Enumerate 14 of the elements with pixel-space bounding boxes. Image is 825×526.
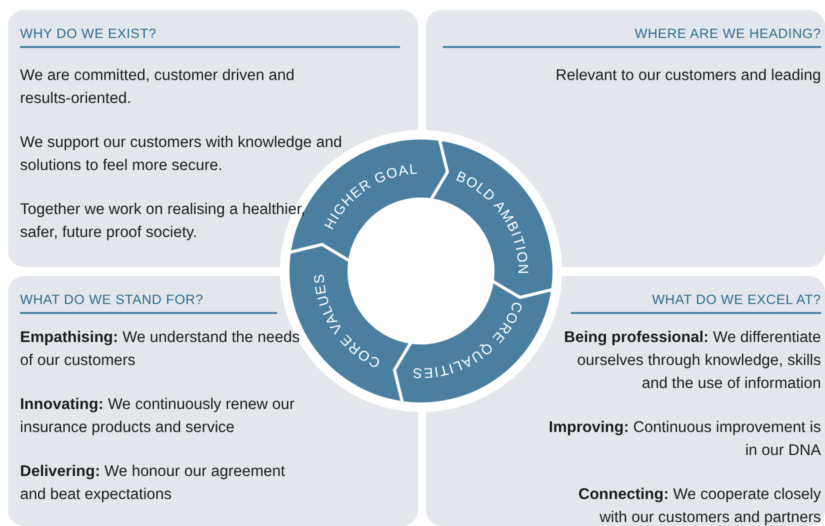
paragraph: Together we work on realising a healthier, safer, future proof society. [20, 200, 306, 243]
paragraph: Being professional: We differentiate ourselves through knowledge, skills and the use of information [563, 328, 821, 394]
paragraph: Improving: Continuous improvement is in our DNA [548, 418, 821, 461]
section-heading: WHY DO WE EXIST? [20, 24, 400, 48]
paragraph: Innovating: We continuously renew our insurance products and service [20, 395, 296, 438]
paragraph: Connecting: We cooperate closely with our customers and partners [577, 485, 821, 526]
paragraph: Delivering: We honour our agreement and beat expectations [20, 462, 286, 505]
paragraph: Empathising: We understand the needs of our customers [20, 328, 301, 371]
section-heading: WHAT DO WE EXCEL AT? [571, 290, 821, 314]
paragraph: We support our customers with knowledge and solutions to feel more secure. [20, 133, 343, 176]
section-heading: WHERE ARE WE HEADING? [443, 24, 821, 48]
paragraph: We are committed, customer driven and results-oriented. [20, 66, 296, 109]
section-heading: WHAT DO WE STAND FOR? [20, 290, 277, 314]
paragraph: Relevant to our customers and leading [554, 66, 821, 86]
